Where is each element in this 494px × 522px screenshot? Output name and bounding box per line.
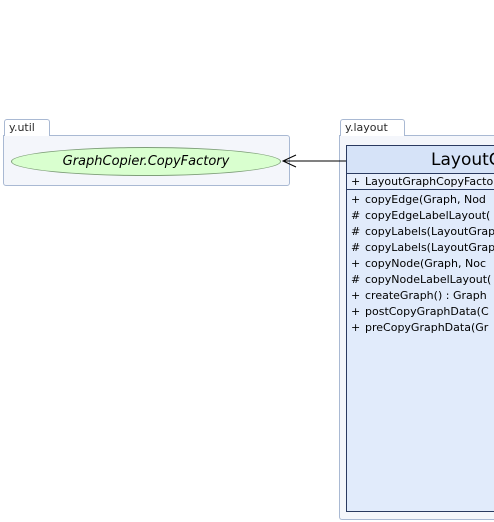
method-row: + copyNode(Graph, Noc bbox=[347, 256, 494, 272]
package-tab-util: y.util bbox=[4, 119, 50, 136]
visibility-marker: + bbox=[351, 321, 361, 334]
method-row: + createGraph() : Graph bbox=[347, 288, 494, 304]
method-row: + copyEdge(Graph, Nod bbox=[347, 192, 494, 208]
visibility-marker: # bbox=[351, 241, 361, 254]
method-signature: preCopyGraphData(Gr bbox=[365, 321, 489, 334]
method-row: # copyEdgeLabelLayout( bbox=[347, 208, 494, 224]
visibility-marker: # bbox=[351, 273, 361, 286]
interface-copy-factory[interactable]: GraphCopier.CopyFactory bbox=[11, 147, 281, 176]
methods-section: + copyEdge(Graph, Nod # copyEdgeLabelLayout… bbox=[347, 190, 494, 336]
method-row: # copyLabels(LayoutGrap bbox=[347, 240, 494, 256]
method-signature: createGraph() : Graph bbox=[365, 289, 487, 302]
package-label-layout: y.layout bbox=[345, 121, 388, 134]
constructor-section: + LayoutGraphCopyFacto bbox=[347, 174, 494, 190]
visibility-marker: + bbox=[351, 289, 361, 302]
interface-name: GraphCopier.CopyFactory bbox=[62, 154, 230, 169]
method-row: # copyLabels(LayoutGrap bbox=[347, 224, 494, 240]
arrow-head bbox=[281, 154, 297, 168]
method-signature: copyEdge(Graph, Nod bbox=[365, 193, 486, 206]
visibility-marker: + bbox=[351, 175, 361, 188]
class-name: LayoutG bbox=[347, 146, 494, 174]
method-row: + postCopyGraphData(C bbox=[347, 304, 494, 320]
package-label-util: y.util bbox=[9, 121, 35, 134]
method-row: # copyNodeLabelLayout( bbox=[347, 272, 494, 288]
method-row: + preCopyGraphData(Gr bbox=[347, 320, 494, 336]
visibility-marker: + bbox=[351, 305, 361, 318]
method-signature: postCopyGraphData(C bbox=[365, 305, 489, 318]
constructor-row: + LayoutGraphCopyFacto bbox=[347, 174, 494, 190]
visibility-marker: # bbox=[351, 225, 361, 238]
class-layout-graph-copy-factory[interactable]: LayoutG + LayoutGraphCopyFacto + copyEdge… bbox=[346, 145, 494, 512]
visibility-marker: # bbox=[351, 209, 361, 222]
method-signature: copyLabels(LayoutGrap bbox=[365, 241, 494, 254]
package-tab-layout: y.layout bbox=[340, 119, 405, 136]
visibility-marker: + bbox=[351, 257, 361, 270]
constructor-signature: LayoutGraphCopyFacto bbox=[365, 175, 494, 188]
method-signature: copyNodeLabelLayout( bbox=[365, 273, 492, 286]
method-signature: copyLabels(LayoutGrap bbox=[365, 225, 494, 238]
method-signature: copyNode(Graph, Noc bbox=[365, 257, 487, 270]
method-signature: copyEdgeLabelLayout( bbox=[365, 209, 491, 222]
visibility-marker: + bbox=[351, 193, 361, 206]
